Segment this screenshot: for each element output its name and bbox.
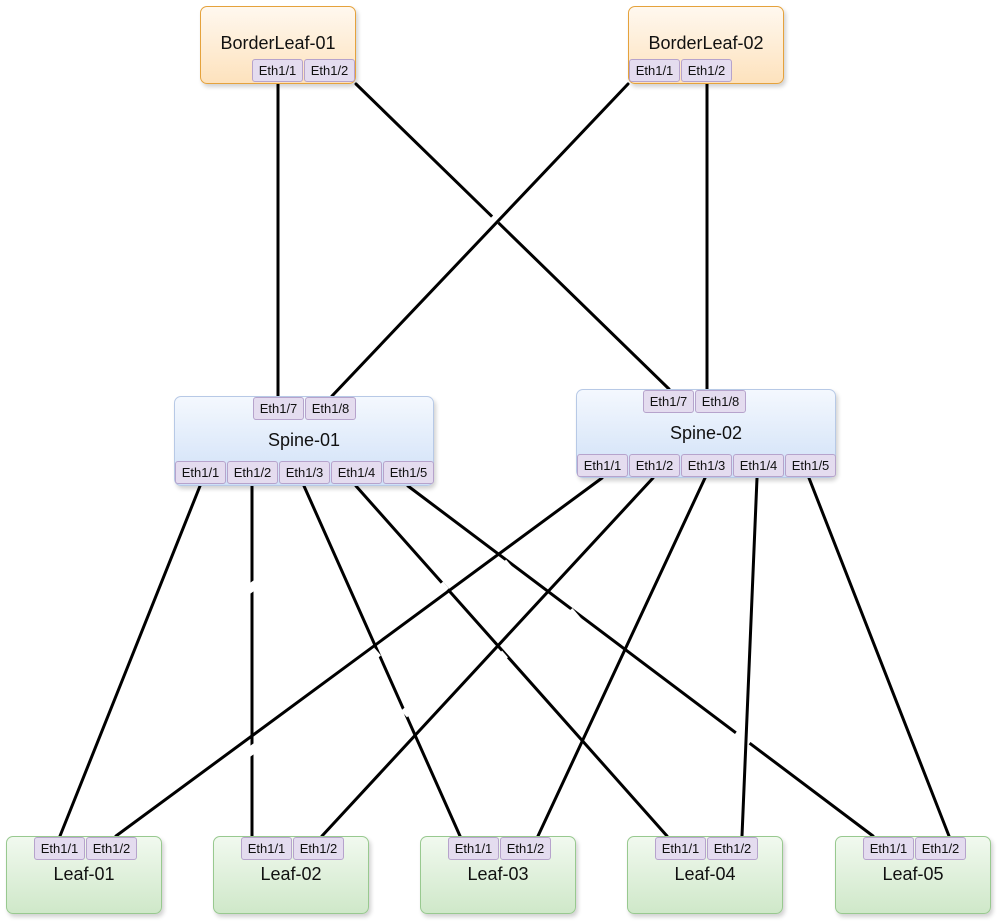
port-eth1-1[interactable]: Eth1/1 <box>577 454 628 477</box>
link-spine02-eth1-2-leaf02-eth1-2 <box>320 476 655 838</box>
link-spine02-eth1-3-leaf03-eth1-2 <box>536 476 707 838</box>
port-eth1-8[interactable]: Eth1/8 <box>305 397 356 420</box>
link-spine02-eth1-1-leaf01-eth1-2 <box>114 476 604 838</box>
port-eth1-8[interactable]: Eth1/8 <box>695 390 746 413</box>
port-eth1-2[interactable]: Eth1/2 <box>86 837 137 860</box>
port-eth1-5[interactable]: Eth1/5 <box>785 454 836 477</box>
port-eth1-1[interactable]: Eth1/1 <box>655 837 706 860</box>
port-eth1-1[interactable]: Eth1/1 <box>175 461 226 484</box>
borderleaf-02-node[interactable]: BorderLeaf-02 Eth1/1 Eth1/2 <box>628 6 784 84</box>
leaf-04-node[interactable]: Eth1/1 Eth1/2 Leaf-04 <box>627 836 783 914</box>
spine-02-node[interactable]: Eth1/7 Eth1/8 Spine-02 Eth1/1 Eth1/2 Eth… <box>576 389 836 478</box>
node-name: Leaf-01 <box>53 864 115 884</box>
port-eth1-1[interactable]: Eth1/1 <box>34 837 85 860</box>
link-borderleaf02-eth1-1-spine01-eth1-8 <box>330 82 630 398</box>
port-eth1-2[interactable]: Eth1/2 <box>681 59 732 82</box>
leaf-05-node[interactable]: Eth1/1 Eth1/2 Leaf-05 <box>835 836 991 914</box>
port-eth1-1[interactable]: Eth1/1 <box>252 59 303 82</box>
port-eth1-2[interactable]: Eth1/2 <box>915 837 966 860</box>
port-eth1-3[interactable]: Eth1/3 <box>681 454 732 477</box>
crossing-gap <box>242 741 262 759</box>
crossing-gap <box>242 578 262 596</box>
link-spine01-eth1-1-leaf01-eth1-1 <box>58 484 202 838</box>
node-name: BorderLeaf-02 <box>648 33 764 53</box>
node-name: Leaf-02 <box>260 864 322 884</box>
crossing-gap <box>488 650 508 670</box>
port-eth1-4[interactable]: Eth1/4 <box>733 454 784 477</box>
node-name: BorderLeaf-01 <box>220 33 336 53</box>
port-eth1-3[interactable]: Eth1/3 <box>279 461 330 484</box>
spine-01-node[interactable]: Eth1/7 Eth1/8 Spine-01 Eth1/1 Eth1/2 Eth… <box>174 396 434 486</box>
port-eth1-1[interactable]: Eth1/1 <box>448 837 499 860</box>
link-spine01-eth1-5-leaf05-eth1-1 <box>406 484 875 838</box>
node-name: Leaf-03 <box>467 864 529 884</box>
node-name: Leaf-04 <box>674 864 736 884</box>
port-eth1-4[interactable]: Eth1/4 <box>331 461 382 484</box>
node-name: Leaf-05 <box>882 864 944 884</box>
crossing-gap <box>429 581 449 601</box>
leaf-01-node[interactable]: Eth1/1 Eth1/2 Leaf-01 <box>6 836 162 914</box>
port-eth1-7[interactable]: Eth1/7 <box>253 397 304 420</box>
port-eth1-2[interactable]: Eth1/2 <box>227 461 278 484</box>
node-name: Spine-02 <box>669 423 743 443</box>
link-spine02-eth1-4-leaf04-eth1-2 <box>740 476 759 838</box>
port-eth1-5[interactable]: Eth1/5 <box>383 461 434 484</box>
link-spine02-eth1-5-leaf05-eth1-2 <box>807 476 951 838</box>
crossing-gap <box>361 648 381 668</box>
crossing-gap <box>565 608 585 628</box>
link-spine01-eth1-4-leaf04-eth1-1 <box>354 484 669 838</box>
node-name: Spine-01 <box>267 430 341 450</box>
port-eth1-2[interactable]: Eth1/2 <box>707 837 758 860</box>
leaf-02-node[interactable]: Eth1/1 Eth1/2 Leaf-02 <box>213 836 369 914</box>
link-borderleaf01-eth1-2-spine02-eth1-7 <box>354 82 671 391</box>
borderleaf-01-node[interactable]: BorderLeaf-01 Eth1/1 Eth1/2 <box>200 6 356 84</box>
crossing-gap <box>610 690 630 710</box>
crossing-gap <box>492 559 512 579</box>
leaf-03-node[interactable]: Eth1/1 Eth1/2 Leaf-03 <box>420 836 576 914</box>
port-eth1-1[interactable]: Eth1/1 <box>241 837 292 860</box>
port-eth1-2[interactable]: Eth1/2 <box>500 837 551 860</box>
port-eth1-1[interactable]: Eth1/1 <box>863 837 914 860</box>
port-eth1-2[interactable]: Eth1/2 <box>629 454 680 477</box>
port-eth1-7[interactable]: Eth1/7 <box>643 390 694 413</box>
port-eth1-1[interactable]: Eth1/1 <box>629 59 680 82</box>
crossing-gap <box>489 204 511 226</box>
crossing-gap <box>401 698 421 718</box>
port-eth1-2[interactable]: Eth1/2 <box>304 59 355 82</box>
link-spine01-eth1-3-leaf03-eth1-1 <box>302 484 462 838</box>
port-eth1-2[interactable]: Eth1/2 <box>293 837 344 860</box>
